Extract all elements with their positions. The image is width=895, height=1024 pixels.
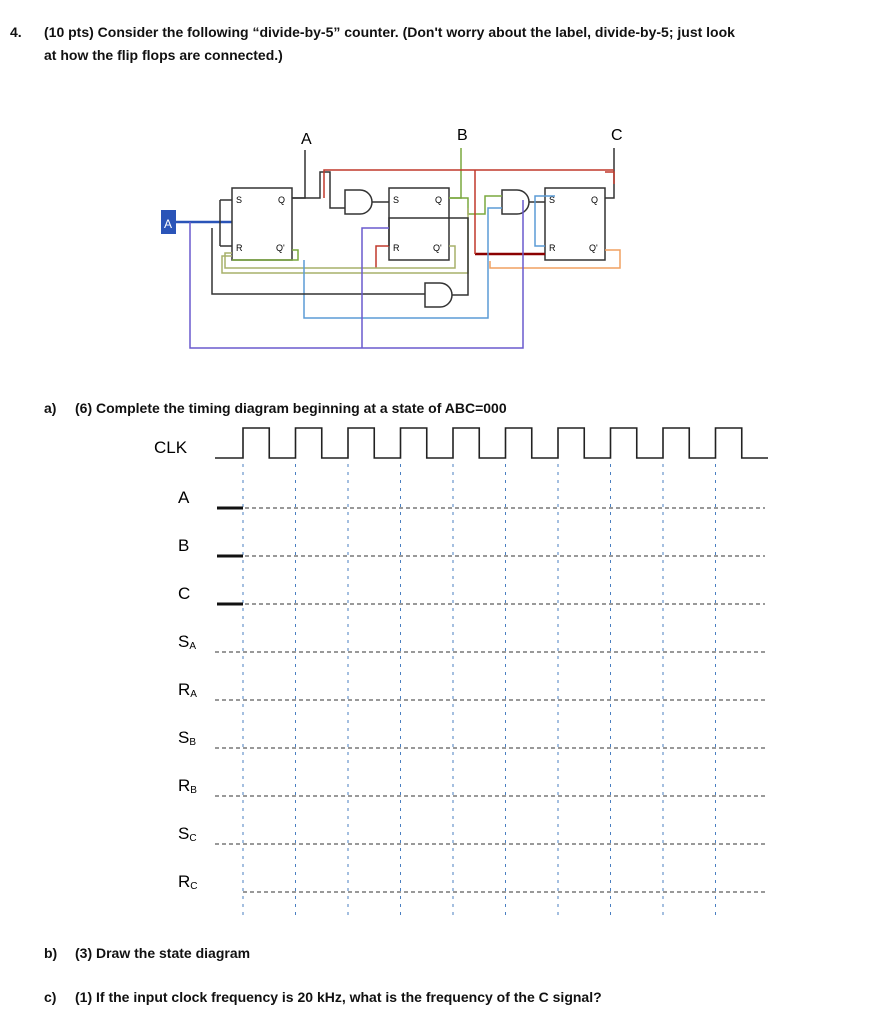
circuit-diagram: A B C A S Q R Q' S Q R Q' S Q R Q' bbox=[161, 127, 623, 349]
flip-flop-a: S Q R Q' bbox=[231, 187, 293, 261]
and-gate-ra bbox=[424, 282, 453, 308]
ff-b-qbar-pin: Q' bbox=[433, 243, 442, 253]
clock-waveform bbox=[215, 427, 768, 459]
ff-a-s-pin: S bbox=[236, 195, 242, 205]
signal-label: SB bbox=[178, 728, 196, 748]
ff-b-s-pin: S bbox=[393, 195, 399, 205]
signal-label: C bbox=[178, 584, 190, 603]
part-a-text: (6) Complete the timing diagram beginnin… bbox=[75, 400, 507, 416]
and-gate-sb bbox=[344, 189, 373, 215]
ff-c-q-pin: Q bbox=[591, 195, 598, 205]
and-gate-sc bbox=[501, 189, 530, 215]
timing-labels: CLK A B C SA RA SB RB SC RC bbox=[154, 438, 198, 892]
signal-label: B bbox=[178, 536, 189, 555]
clock-path bbox=[215, 427, 768, 459]
part-a-label: a) bbox=[44, 400, 57, 416]
signal-label: RC bbox=[178, 872, 198, 892]
signal-label: A bbox=[178, 488, 190, 507]
ff-c-r-pin: R bbox=[549, 243, 556, 253]
ff-a-q-pin: Q bbox=[278, 195, 285, 205]
signal-label: RA bbox=[178, 680, 197, 700]
flip-flop-c: S Q R Q' bbox=[544, 187, 606, 261]
output-label-a: A bbox=[301, 131, 312, 148]
ff-c-qbar-pin: Q' bbox=[589, 243, 598, 253]
signal-label: RB bbox=[178, 776, 197, 796]
initial-values bbox=[217, 506, 243, 606]
wires bbox=[189, 148, 621, 349]
ff-b-q-pin: Q bbox=[435, 195, 442, 205]
part-c-label: c) bbox=[44, 989, 57, 1005]
part-b-label: b) bbox=[44, 945, 58, 961]
clk-label: CLK bbox=[154, 438, 188, 457]
question-line-2: at how the flip flops are connected.) bbox=[44, 47, 283, 63]
timing-grid bbox=[215, 464, 765, 919]
output-label-b: B bbox=[457, 127, 468, 144]
signal-label: SA bbox=[178, 632, 196, 652]
input-box bbox=[161, 210, 176, 234]
question-number: 4. bbox=[10, 24, 22, 40]
ff-b-r-pin: R bbox=[393, 243, 400, 253]
question-line-1: (10 pts) Consider the following “divide-… bbox=[44, 24, 735, 40]
timing-diagram: CLK A B C SA RA SB RB SC RC bbox=[154, 427, 768, 919]
part-b-text: (3) Draw the state diagram bbox=[75, 945, 251, 961]
ff-a-r-pin: R bbox=[236, 243, 243, 253]
part-c-text: (1) If the input clock frequency is 20 k… bbox=[75, 989, 602, 1005]
input-label: A bbox=[164, 217, 172, 231]
ff-a-qbar-pin: Q' bbox=[276, 243, 285, 253]
signal-label: SC bbox=[178, 824, 197, 844]
ff-c-s-pin: S bbox=[549, 195, 555, 205]
output-label-c: C bbox=[611, 127, 623, 144]
flip-flop-b: S Q R Q' bbox=[388, 187, 450, 261]
